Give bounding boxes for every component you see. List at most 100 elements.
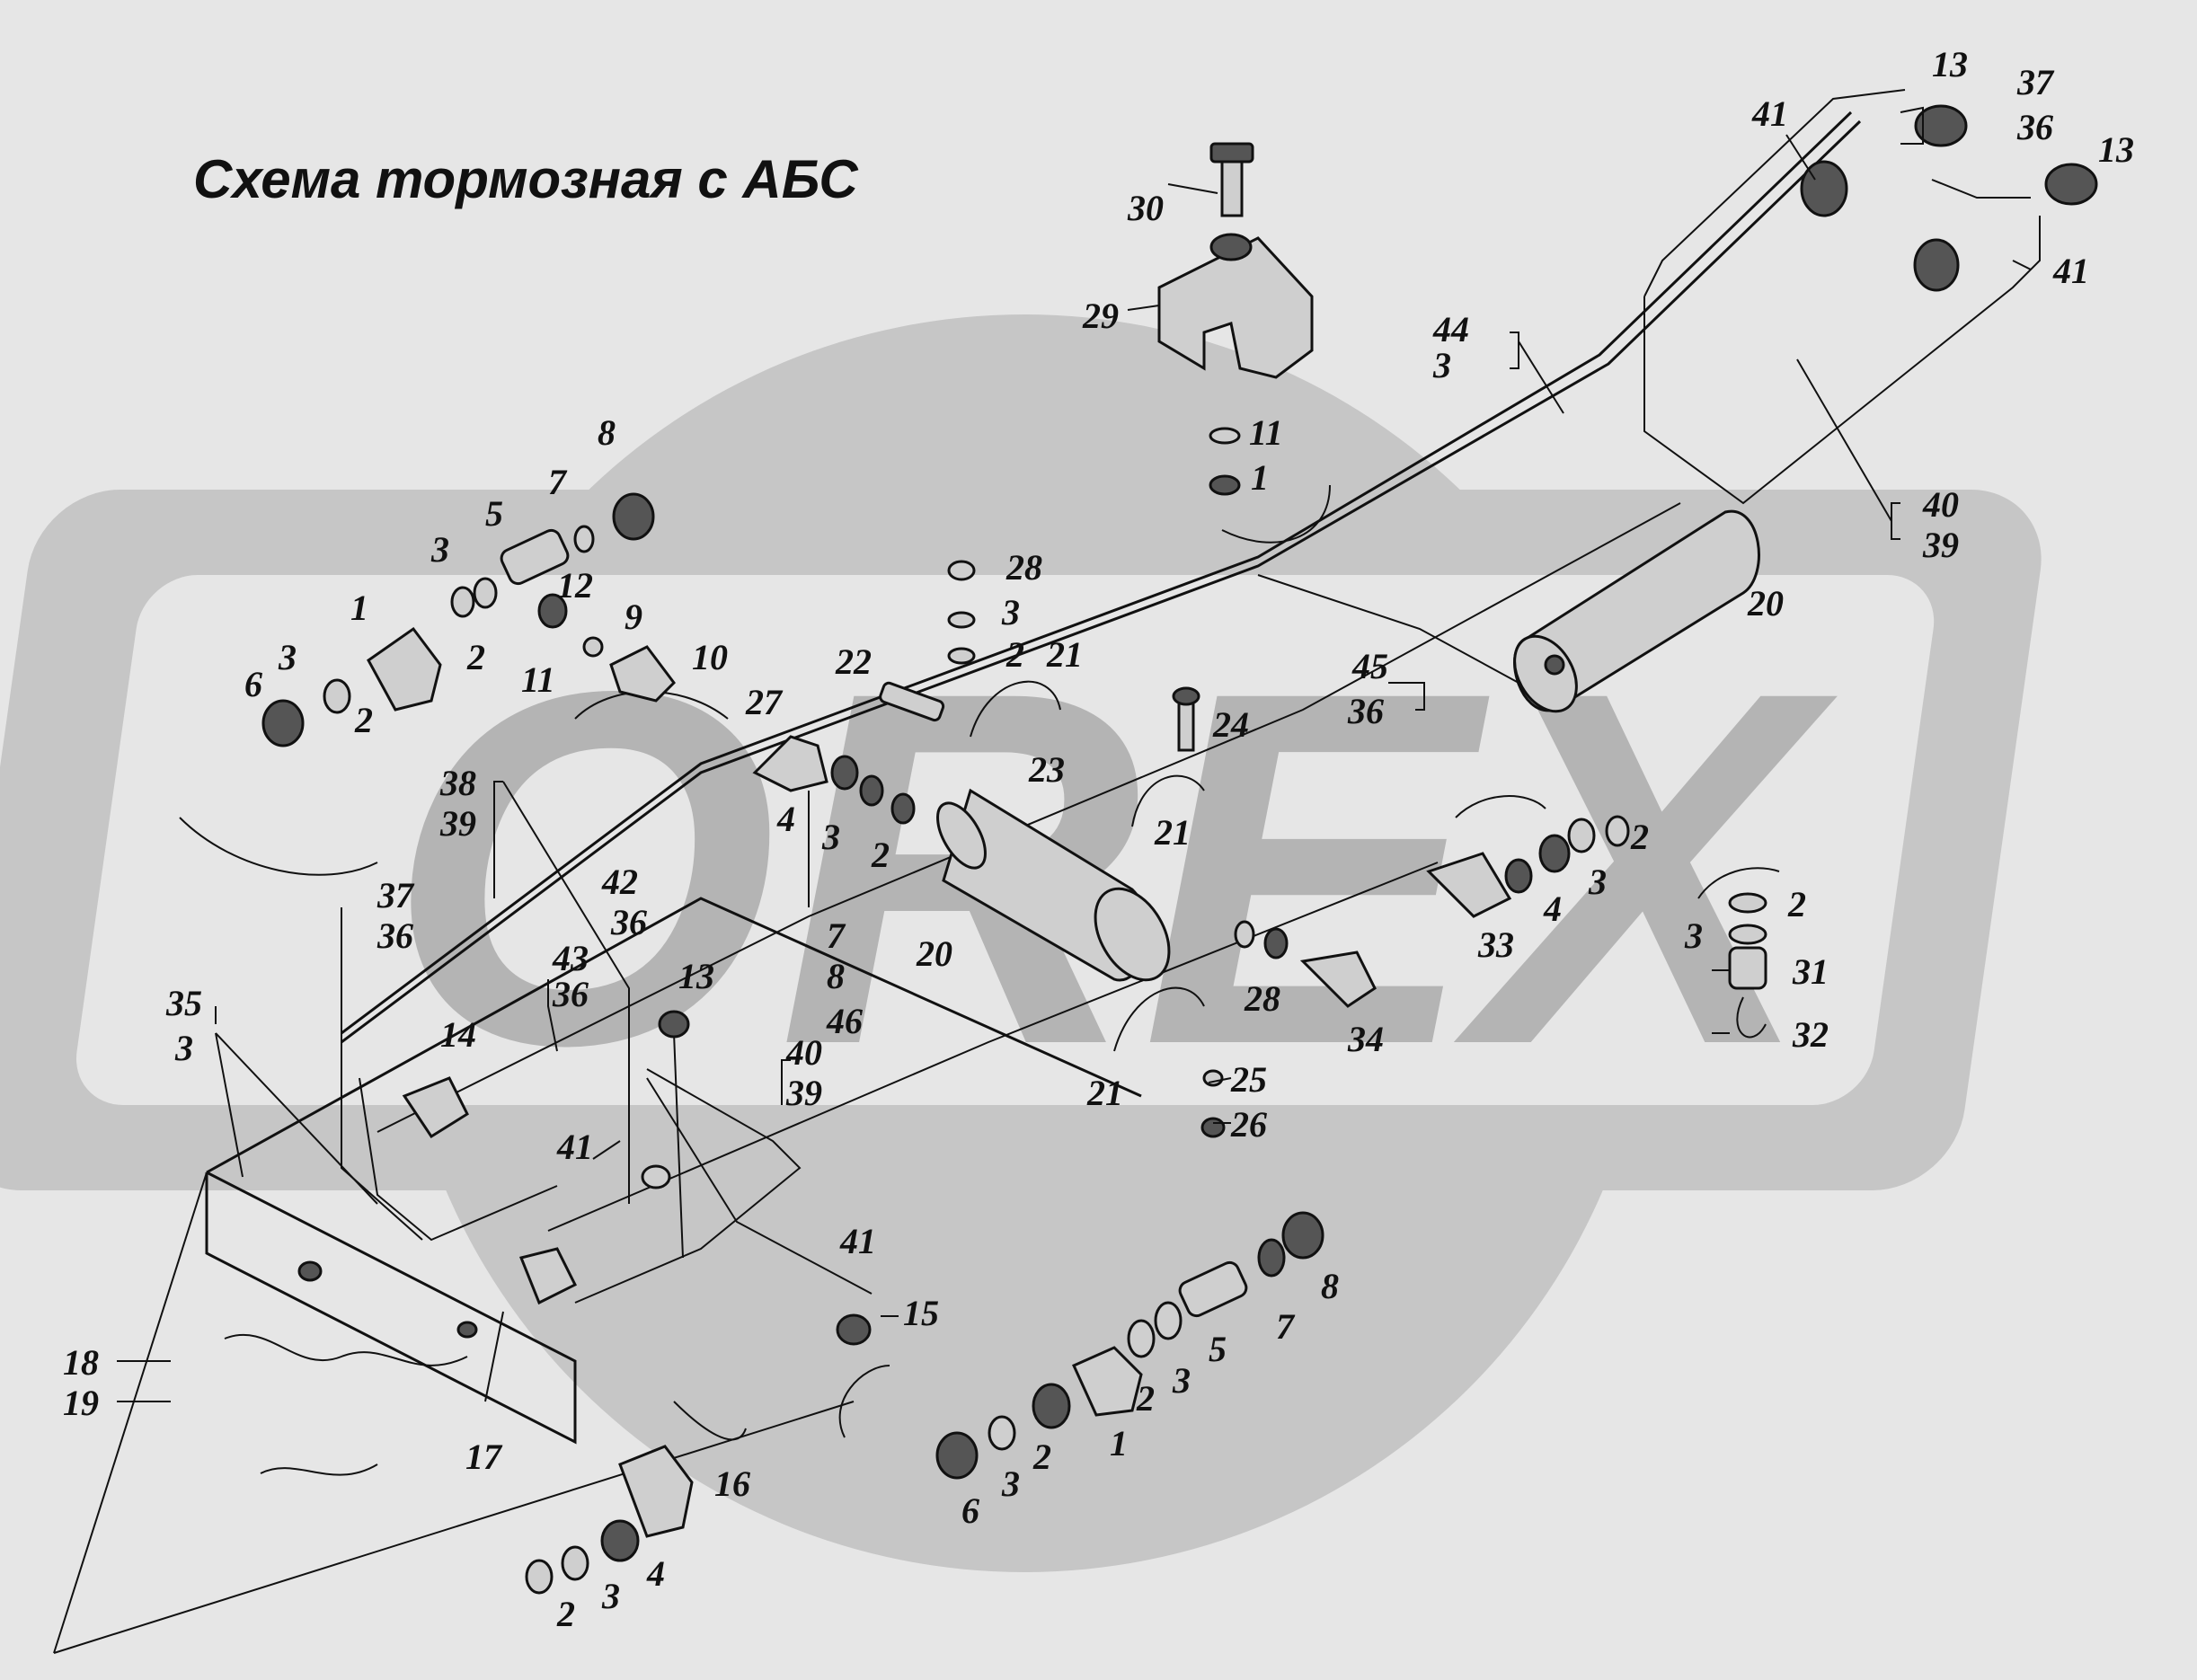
callout-label: 20	[916, 933, 952, 974]
callout-label: 2	[354, 700, 373, 740]
callout-label: 41	[1751, 93, 1788, 134]
callout-label: 31	[1792, 951, 1829, 992]
callout-label: 43	[552, 938, 589, 978]
callout-label: 39	[785, 1073, 822, 1113]
callout-label: 3	[278, 637, 297, 677]
callout-label: 21	[1154, 812, 1191, 853]
callout-label: 24	[1212, 704, 1249, 745]
callout-label: 15	[903, 1293, 939, 1333]
callout-label: 3	[1001, 1463, 1020, 1504]
callout-label: 29	[1082, 296, 1119, 336]
callout-label: 36	[552, 974, 589, 1014]
callout-label: 28	[1244, 978, 1280, 1019]
callout-label: 12	[557, 565, 593, 606]
callout-label: 27	[745, 682, 784, 722]
bracket-29	[1157, 142, 1314, 496]
callout-label: 33	[1477, 924, 1514, 965]
callout-label: 6	[961, 1490, 979, 1531]
callout-label: 40	[1922, 484, 1959, 525]
callout-label: 4	[1543, 889, 1562, 929]
callout-label: 1	[350, 588, 368, 628]
receiver-tank-upper	[1513, 509, 1760, 713]
callout-label: 5	[1209, 1329, 1227, 1369]
fitting-assembly-16	[525, 1445, 694, 1595]
callout-label: 39	[439, 803, 476, 844]
callout-label: 17	[465, 1437, 503, 1477]
callout-label: 19	[63, 1383, 99, 1423]
diagram-title: Схема тормозная с АБС	[193, 149, 858, 209]
callout-label: 5	[485, 493, 503, 534]
callout-label: 11	[521, 659, 555, 700]
frame-outline	[53, 897, 1142, 1654]
callout-label: 37	[2016, 62, 2055, 102]
callout-label: 36	[377, 915, 413, 956]
callout-label: 41	[2052, 251, 2089, 291]
callout-label: 36	[610, 902, 647, 942]
callout-label: 3	[601, 1576, 620, 1616]
leader-lines	[117, 106, 2032, 1402]
callout-label: 36	[2016, 107, 2053, 147]
callout-label: 13	[678, 956, 714, 996]
callout-label: 44	[1432, 309, 1469, 349]
callout-labels: 1 3 5 7 8 12 9 10 11 2 3 6 2 27 4 3 2 22…	[63, 44, 2134, 1634]
receiver-tank-middle	[936, 788, 1171, 982]
callout-label: 3	[821, 817, 840, 857]
callout-label: 2	[1136, 1378, 1155, 1419]
callout-label: 38	[439, 763, 476, 803]
callout-label: 3	[1684, 915, 1703, 956]
callout-label: 3	[1172, 1360, 1191, 1401]
callout-label: 46	[826, 1001, 863, 1041]
callout-label: 6	[244, 664, 262, 704]
callout-label: 8	[827, 956, 845, 996]
callout-label: 3	[430, 529, 449, 570]
callout-label: 32	[1792, 1014, 1829, 1055]
callout-label: 1	[1251, 457, 1269, 498]
callout-label: 18	[63, 1342, 99, 1383]
callout-label: 2	[1032, 1437, 1051, 1477]
fittings-lower-left	[297, 1010, 872, 1346]
callout-label: 3	[1588, 862, 1607, 902]
callout-label: 25	[1230, 1059, 1267, 1100]
fitting-assembly-lower	[935, 1211, 1324, 1480]
callout-label: 26	[1230, 1104, 1267, 1145]
callout-label: 3	[1001, 592, 1020, 632]
callout-label: 7	[1276, 1306, 1296, 1347]
callout-label: 20	[1747, 583, 1784, 623]
callout-label: 34	[1347, 1019, 1384, 1059]
callout-label: 2	[466, 637, 485, 677]
callout-label: 13	[1932, 44, 1968, 84]
brake-chambers-upper	[1800, 104, 2098, 292]
callout-label: 35	[165, 983, 202, 1023]
callout-label: 16	[714, 1463, 750, 1504]
fitting-assembly-left	[261, 492, 676, 747]
callout-label: 9	[625, 597, 642, 637]
callout-label: 8	[598, 412, 616, 453]
callout-label: 13	[2098, 129, 2134, 170]
callout-label: 41	[839, 1221, 876, 1261]
callout-label: 3	[1432, 345, 1451, 385]
callout-label: 45	[1351, 646, 1388, 686]
callout-label: 2	[1630, 817, 1649, 857]
callout-label: 2	[1787, 884, 1806, 924]
callout-label: 21	[1086, 1073, 1123, 1113]
callout-label: 23	[1028, 749, 1065, 790]
callout-label: 36	[1347, 691, 1384, 731]
callout-label: 10	[692, 637, 728, 677]
callout-label: 37	[377, 875, 415, 915]
callout-label: 30	[1127, 188, 1164, 228]
callout-label: 1	[1110, 1423, 1128, 1463]
callout-label: 4	[646, 1553, 665, 1594]
callout-label: 21	[1046, 634, 1083, 675]
callout-label: 42	[601, 862, 638, 902]
callout-label: 14	[440, 1014, 476, 1055]
callout-label: 7	[548, 462, 568, 502]
callout-label: 11	[1249, 412, 1283, 453]
fittings-middle	[752, 560, 1205, 1052]
callout-label: 8	[1321, 1266, 1339, 1306]
callout-label: 22	[835, 641, 872, 682]
callout-label: 4	[776, 799, 795, 839]
callout-label: 40	[785, 1032, 822, 1073]
callout-label: 41	[556, 1127, 593, 1167]
